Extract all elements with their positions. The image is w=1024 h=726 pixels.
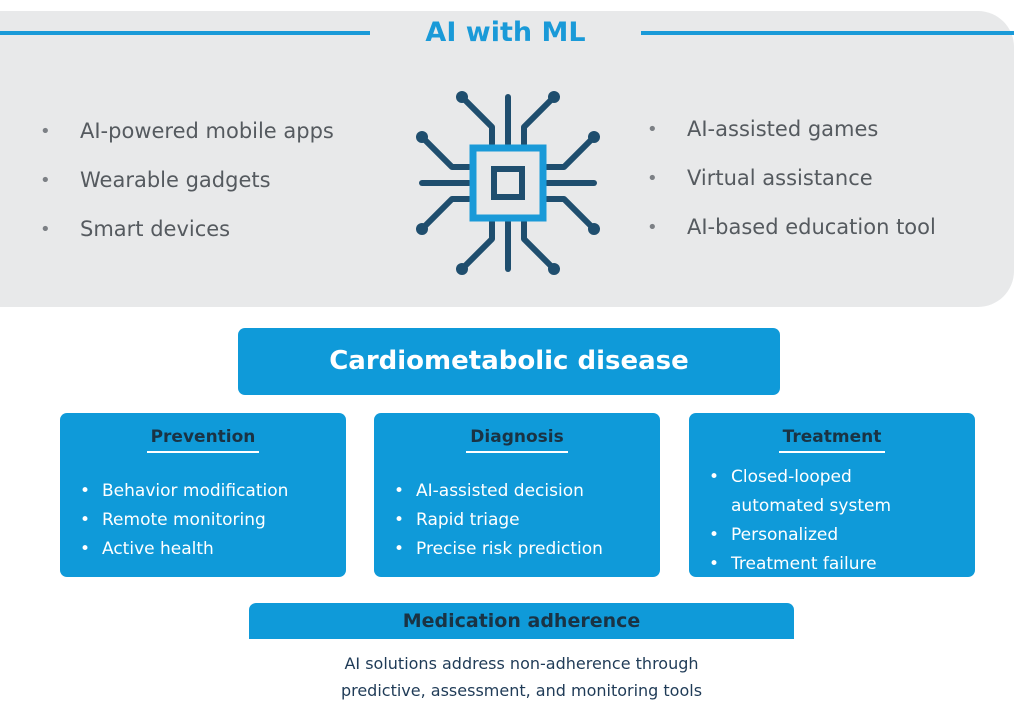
list-item: • Virtual assistance — [645, 154, 936, 203]
list-item: •Treatment failure — [709, 550, 931, 579]
bullet-icon: • — [80, 481, 91, 501]
bullet-icon: • — [394, 481, 405, 501]
list-item-label: AI-assisted games — [687, 117, 879, 141]
list-item: •Precise risk prediction — [394, 535, 603, 564]
bullet-icon: • — [394, 539, 405, 559]
bullet-icon: • — [40, 170, 51, 191]
caption-line: AI solutions address non-adherence throu… — [344, 654, 699, 673]
treatment-list: •Closed-looped automated system •Persona… — [709, 463, 931, 579]
list-item: •Behavior modification — [80, 477, 288, 506]
list-item-label: AI-powered mobile apps — [80, 119, 334, 143]
bullet-icon: • — [647, 119, 658, 140]
list-item: •AI-assisted decision — [394, 477, 603, 506]
list-item-label: AI-based education tool — [687, 215, 936, 239]
left-use-list: • AI-powered mobile apps • Wearable gadget… — [38, 107, 334, 254]
list-item: • AI-assisted games — [645, 105, 936, 154]
list-item-label: Virtual assistance — [687, 166, 873, 190]
list-item-label: Wearable gadgets — [80, 168, 271, 192]
right-use-list: • AI-assisted games • Virtual assistance •… — [645, 105, 936, 252]
prevention-list: •Behavior modification •Remote monitorin… — [80, 477, 288, 564]
page-title: AI with ML — [425, 17, 586, 48]
bullet-icon: • — [40, 121, 51, 142]
treatment-card: Treatment •Closed-looped automated syste… — [689, 413, 975, 577]
bullet-icon: • — [647, 217, 658, 238]
list-item: • Wearable gadgets — [38, 156, 334, 205]
list-item: •Rapid triage — [394, 506, 603, 535]
bullet-icon: • — [709, 467, 720, 487]
list-item: • AI-based education tool — [645, 203, 936, 252]
bullet-icon: • — [80, 510, 91, 530]
bullet-icon: • — [80, 539, 91, 559]
card-title: Prevention — [146, 427, 260, 453]
disease-banner: Cardiometabolic disease — [238, 328, 780, 395]
list-item: •Personalized — [709, 521, 931, 550]
bullet-icon: • — [647, 168, 658, 189]
list-item: • AI-powered mobile apps — [38, 107, 334, 156]
prevention-card: Prevention •Behavior modification •Remot… — [60, 413, 346, 577]
list-item: •Active health — [80, 535, 288, 564]
bullet-icon: • — [709, 554, 720, 574]
medication-caption: AI solutions address non-adherence throu… — [249, 650, 794, 704]
chip-icon — [416, 91, 600, 275]
medication-adherence-bar: Medication adherence — [249, 603, 794, 639]
diagnosis-list: •AI-assisted decision •Rapid triage •Pre… — [394, 477, 603, 564]
list-item: • Smart devices — [38, 205, 334, 254]
caption-line: predictive, assessment, and monitoring t… — [340, 681, 703, 700]
list-item: •Remote monitoring — [80, 506, 288, 535]
card-title: Diagnosis — [466, 427, 568, 453]
bullet-icon: • — [394, 510, 405, 530]
title-rule-left — [0, 31, 370, 35]
diagnosis-card: Diagnosis •AI-assisted decision •Rapid t… — [374, 413, 660, 577]
bullet-icon: • — [709, 525, 720, 545]
list-item: •Closed-looped automated system — [709, 463, 931, 521]
title-rule-right — [641, 31, 1014, 35]
bullet-icon: • — [40, 219, 51, 240]
card-title: Treatment — [778, 427, 886, 453]
list-item-label: Smart devices — [80, 217, 231, 241]
